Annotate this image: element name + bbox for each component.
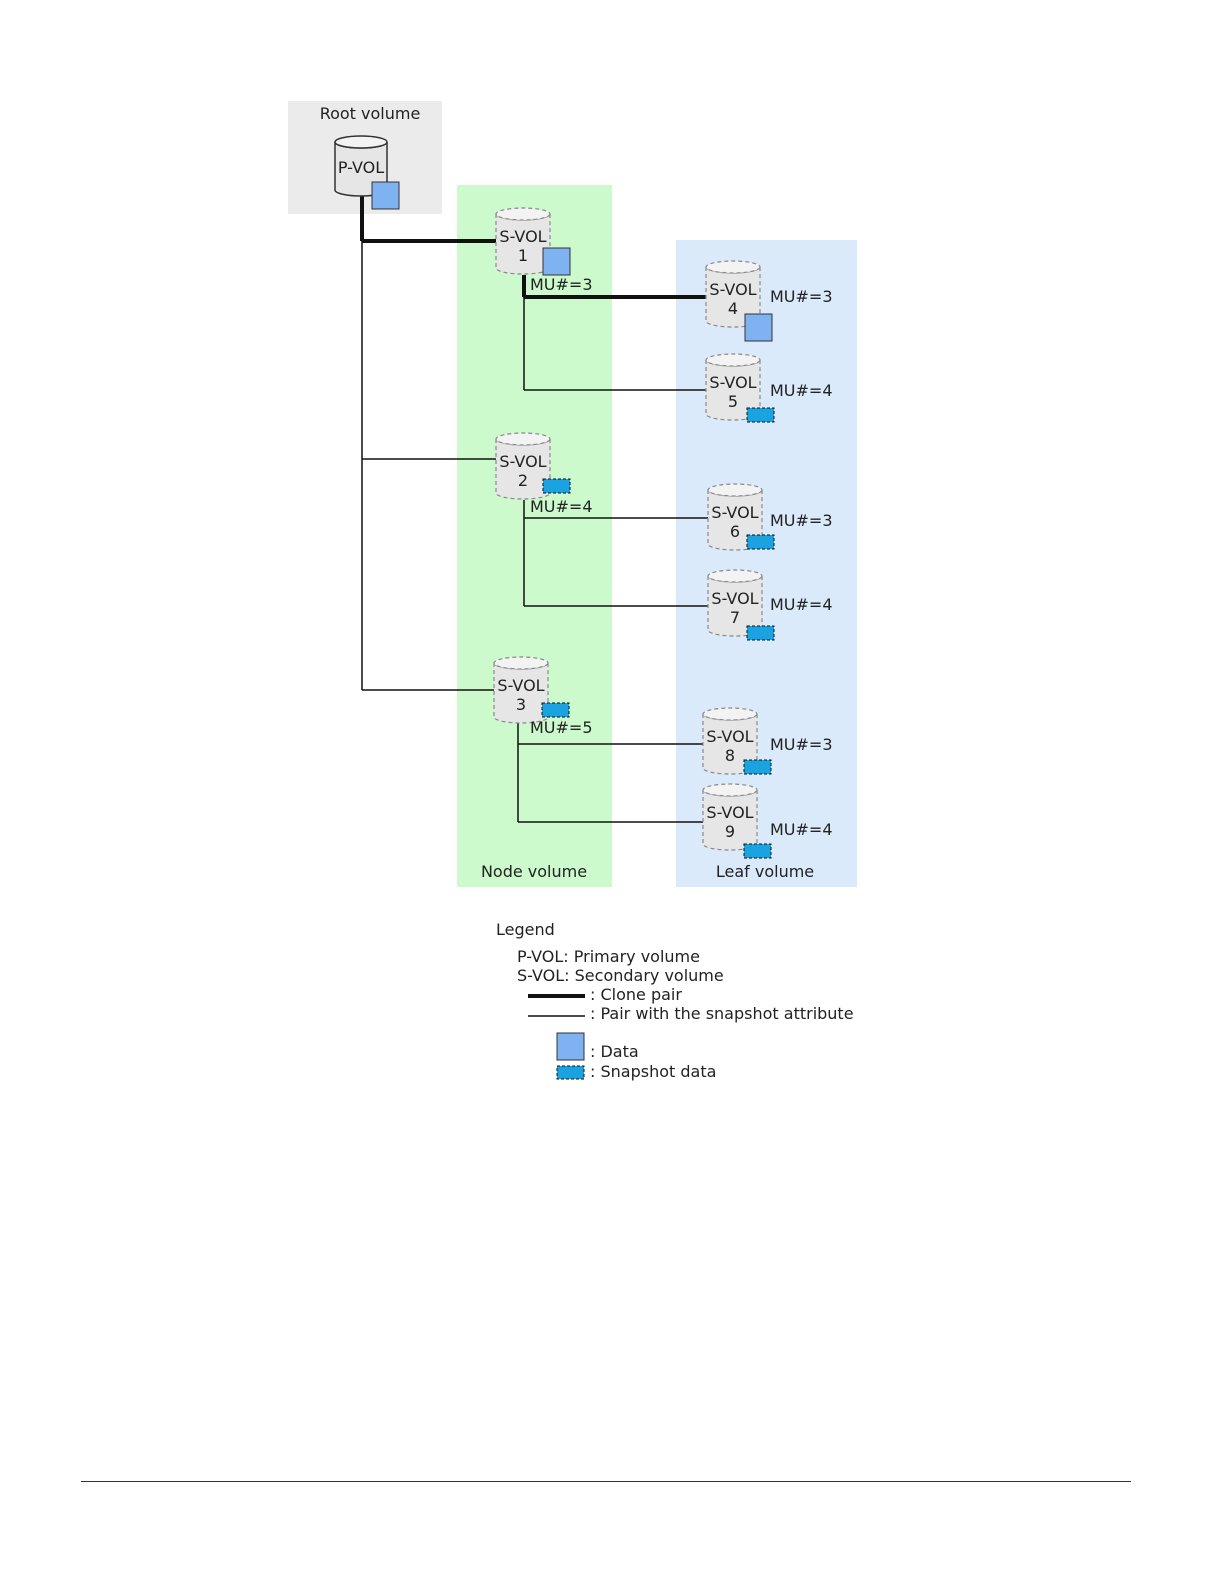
legend-snapshot-data-icon [557, 1066, 584, 1079]
legend: Legend P-VOL: Primary volume S-VOL: Seco… [496, 920, 854, 1081]
cylinder-s3-top [494, 657, 548, 669]
snapshot-data-icon-s7 [747, 626, 774, 640]
volume-s7-label: S-VOL [711, 589, 758, 608]
data-icon-pvol [372, 182, 399, 209]
volume-s4-label: S-VOL [709, 280, 756, 299]
cylinder-s2-top [496, 433, 550, 445]
mu-label-s8: MU#=3 [770, 735, 833, 754]
mu-label-s5: MU#=4 [770, 381, 833, 400]
snapshot-data-icon-s2 [543, 479, 570, 493]
snapshot-data-icon-s6 [747, 535, 774, 549]
mu-label-s7: MU#=4 [770, 595, 833, 614]
snapshot-data-icon-s5 [747, 408, 774, 422]
node-volume-label: Node volume [481, 862, 587, 881]
volume-s9-number: 9 [725, 822, 735, 841]
volume-s9-label: S-VOL [706, 803, 753, 822]
volume-s8-label: S-VOL [706, 727, 753, 746]
legend-title: Legend [496, 920, 555, 939]
legend-svol: S-VOL: Secondary volume [517, 966, 724, 985]
cylinder-s6-top [708, 484, 762, 496]
volume-s6-number: 6 [730, 522, 740, 541]
leaf-volume-label: Leaf volume [716, 862, 814, 881]
mu-label-s1: MU#=3 [530, 275, 593, 294]
cylinder-s1-top [496, 208, 550, 220]
volume-s1-number: 1 [518, 246, 528, 265]
mu-label-s4: MU#=3 [770, 287, 833, 306]
volume-s3-number: 3 [516, 695, 526, 714]
volume-s6-label: S-VOL [711, 503, 758, 522]
legend-snapshot-data-label: : Snapshot data [590, 1062, 716, 1081]
volume-s5-number: 5 [728, 392, 738, 411]
mu-label-s2: MU#=4 [530, 497, 593, 516]
cylinder-s8-top [703, 708, 757, 720]
volume-pvol-label: P-VOL [338, 158, 384, 177]
legend-data-label: : Data [590, 1042, 639, 1061]
mu-label-s9: MU#=4 [770, 820, 833, 839]
snapshot-data-icon-s9 [744, 844, 771, 858]
volume-s8-number: 8 [725, 746, 735, 765]
snapshot-data-icon-s8 [744, 760, 771, 774]
volume-s4-number: 4 [728, 299, 738, 318]
snapshot-data-icon-s3 [542, 703, 569, 717]
legend-clone-label: : Clone pair [590, 985, 682, 1004]
mu-label-s6: MU#=3 [770, 511, 833, 530]
data-icon-s1 [543, 248, 570, 275]
cylinder-s5-top [706, 354, 760, 366]
volume-s1-label: S-VOL [499, 227, 546, 246]
volume-s3-label: S-VOL [497, 676, 544, 695]
legend-snapshot-pair-label: : Pair with the snapshot attribute [590, 1004, 854, 1023]
legend-pvol: P-VOL: Primary volume [517, 947, 700, 966]
volume-s2-label: S-VOL [499, 452, 546, 471]
root-volume-label: Root volume [320, 104, 421, 123]
legend-data-icon [557, 1033, 584, 1060]
cylinder-s9-top [703, 784, 757, 796]
volume-s7-number: 7 [730, 608, 740, 627]
data-icon-s4 [745, 314, 772, 341]
cylinder-pvol-top [335, 136, 387, 148]
footer-rule [81, 1481, 1131, 1482]
volume-s2-number: 2 [518, 471, 528, 490]
cylinder-s4-top [706, 261, 760, 273]
volume-s5-label: S-VOL [709, 373, 756, 392]
mu-label-s3: MU#=5 [530, 718, 593, 737]
cylinder-s7-top [708, 570, 762, 582]
